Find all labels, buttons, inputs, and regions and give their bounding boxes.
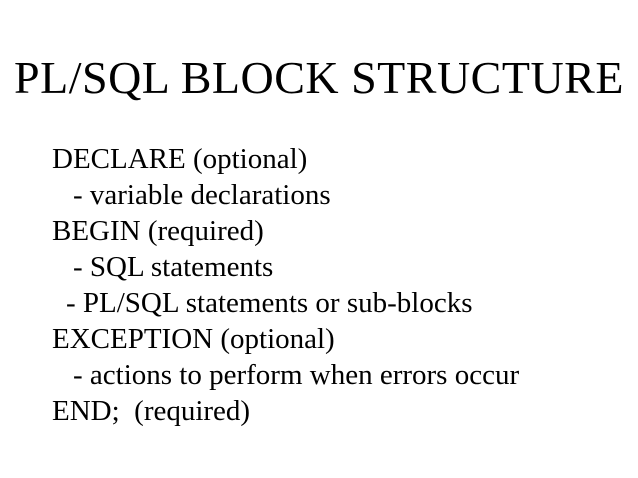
body-line-sql-statements: - SQL statements — [73, 251, 274, 283]
body-line-actions: - actions to perform when errors occur — [73, 359, 520, 391]
body-line-plsql-statements: - PL/SQL statements or sub-blocks — [66, 287, 473, 319]
body-line-end: END; (required) — [52, 395, 251, 427]
body-line-declare: DECLARE (optional) — [52, 143, 308, 175]
body-line-exception: EXCEPTION (optional) — [52, 323, 335, 355]
slide-title: PL/SQL BLOCK STRUCTURE — [14, 52, 624, 103]
body-line-variable-declarations: - variable declarations — [73, 179, 331, 211]
body-line-begin: BEGIN (required) — [52, 215, 264, 247]
slide-body: DECLARE (optional) - variable declaratio… — [52, 141, 628, 429]
